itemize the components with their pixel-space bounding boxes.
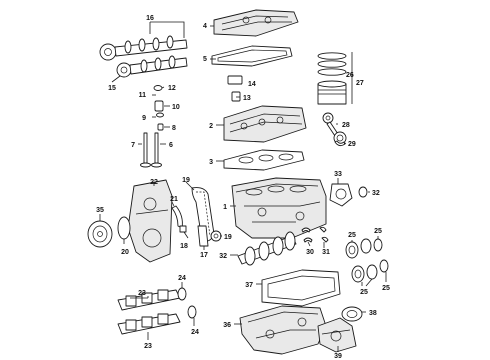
thrust-washers[interactable] — [319, 226, 329, 243]
oil-pan-gasket[interactable] — [261, 269, 341, 307]
timing-chain[interactable] — [191, 187, 215, 242]
callout-2: 2 — [209, 123, 213, 130]
callout-26: 26 — [346, 72, 354, 79]
callout-32: 32 — [219, 253, 227, 260]
callout-16: 16 — [146, 15, 154, 22]
callout-27: 27 — [356, 80, 364, 87]
crankshaft[interactable] — [237, 231, 297, 266]
callout-31: 31 — [322, 249, 330, 256]
valve-spring[interactable] — [154, 100, 164, 112]
valve-spring-retainer[interactable] — [153, 85, 163, 91]
chain-tensioner[interactable] — [171, 205, 183, 229]
piston-rings[interactable] — [317, 52, 347, 76]
oil-filter-housing[interactable] — [341, 306, 363, 322]
piston[interactable] — [317, 80, 347, 105]
callout-33: 32 — [372, 190, 380, 197]
rear-seal[interactable] — [358, 186, 368, 198]
callout-23b: 23 — [144, 343, 152, 350]
callout-6: 6 — [169, 142, 173, 149]
callout-25d: 25 — [382, 285, 390, 292]
oil-pump[interactable] — [317, 317, 357, 353]
camshaft-upper[interactable] — [99, 35, 188, 61]
callout-15: 15 — [108, 85, 116, 92]
callout-29: 29 — [348, 141, 356, 148]
callout-11: 11 — [139, 92, 147, 99]
callout-14: 14 — [248, 81, 256, 88]
head-gasket[interactable] — [223, 149, 305, 171]
callout-19b: 19 — [224, 234, 232, 241]
manifold-gasket-upper[interactable] — [177, 287, 187, 301]
crank-sprocket[interactable] — [210, 230, 222, 242]
callout-9: 9 — [142, 115, 146, 122]
callout-7: 7 — [131, 142, 135, 149]
timing-cover[interactable] — [127, 179, 173, 263]
cam-follower[interactable] — [227, 75, 243, 85]
callout-labels: 16 15 4 5 26 27 14 13 12 11 10 9 8 7 6 2… — [96, 15, 390, 360]
callout-13: 13 — [243, 95, 251, 102]
cylinder-head[interactable] — [223, 105, 307, 143]
valve-cover-gasket[interactable] — [211, 45, 293, 67]
rear-main-seal-housing[interactable] — [329, 183, 353, 207]
oil-pan[interactable] — [239, 305, 327, 355]
callout-39: 39 — [334, 353, 342, 360]
exhaust-manifold-upper[interactable] — [117, 289, 181, 311]
valve-stem-seal[interactable] — [157, 123, 164, 131]
callout-24b: 24 — [191, 329, 199, 336]
callout-21: 21 — [170, 196, 178, 203]
rod-bearing[interactable] — [334, 140, 346, 147]
callout-17: 17 — [200, 252, 208, 259]
connecting-rod[interactable] — [322, 112, 347, 145]
callout-25c: 25 — [360, 289, 368, 296]
callout-18: 18 — [180, 243, 188, 250]
hydraulic-lifter[interactable] — [231, 91, 241, 102]
balance-shaft-upper[interactable] — [345, 238, 383, 259]
callout-35: 35 — [96, 207, 104, 214]
callout-4: 4 — [203, 23, 207, 30]
callout-37: 37 — [245, 282, 253, 289]
crankshaft-pulley[interactable] — [87, 220, 113, 248]
callout-12: 12 — [168, 85, 176, 92]
engine-block[interactable] — [231, 177, 327, 239]
callout-22: 22 — [150, 179, 158, 186]
callout-28: 28 — [342, 122, 350, 129]
callout-3: 3 — [209, 159, 213, 166]
balance-shaft-lower[interactable] — [351, 259, 389, 283]
leader-lines — [99, 21, 387, 352]
callout-24a: 24 — [178, 275, 186, 282]
front-seal[interactable] — [117, 216, 131, 240]
callout-1: 1 — [223, 204, 227, 211]
valve-spring-seat[interactable] — [156, 112, 164, 118]
main-bearings[interactable] — [301, 227, 313, 243]
callout-34: 33 — [334, 171, 342, 178]
callout-25b: 25 — [374, 228, 382, 235]
valve-cover[interactable] — [213, 9, 299, 37]
callout-19a: 19 — [182, 177, 190, 184]
callout-36: 36 — [223, 322, 231, 329]
callout-38: 38 — [369, 310, 377, 317]
callout-5: 5 — [203, 56, 207, 63]
chain-guide[interactable] — [197, 225, 209, 247]
manifold-gasket-lower[interactable] — [187, 305, 197, 319]
exhaust-valve[interactable] — [151, 132, 162, 168]
intake-valve[interactable] — [140, 132, 151, 168]
callout-8: 8 — [172, 125, 176, 132]
callout-20: 20 — [121, 249, 129, 256]
callout-30: 30 — [306, 249, 314, 256]
callout-25a: 25 — [348, 232, 356, 239]
callout-10: 10 — [172, 104, 180, 111]
camshaft-lower[interactable] — [116, 55, 188, 78]
callout-23a: 23 — [138, 290, 146, 297]
exhaust-manifold-lower[interactable] — [117, 313, 181, 335]
tensioner-bolt[interactable] — [179, 225, 187, 233]
